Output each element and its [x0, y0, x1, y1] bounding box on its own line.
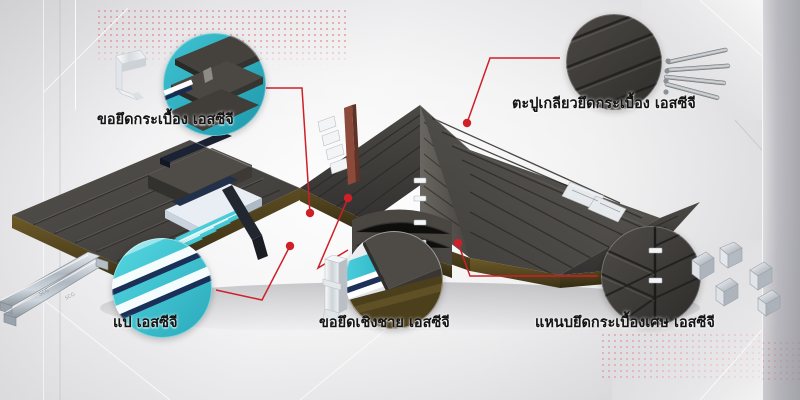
label-roof-tile-clip: ขอยึดกระเบื้อง เอสซีจี — [97, 112, 234, 128]
background-right-band — [762, 0, 800, 400]
callout-tile-fixing-screw[interactable] — [566, 14, 662, 110]
thumb-eaves-bracket — [313, 255, 355, 325]
thumb-battens: SCG SCG — [0, 252, 116, 336]
label-tile-fixing-screw: ตะปูเกลียวยึดกระเบื้อง เอสซีจี — [512, 96, 696, 112]
callout-eaves-clip[interactable] — [345, 231, 443, 329]
callout-roof-tile-clip[interactable] — [163, 33, 266, 136]
thumb-screws — [660, 44, 738, 106]
svg-text:SCG: SCG — [64, 291, 76, 301]
callout-cut-tile-clip[interactable] — [601, 226, 701, 326]
label-eaves-clip: ขอยึดเชิงชาย เอสซีจี — [319, 315, 450, 331]
thumb-metal-clips — [686, 242, 794, 324]
label-cut-tile-holder-clip: แหนบยึดกระเบื้องเศษ เอสซีจี — [535, 315, 715, 331]
background-right-divider — [762, 0, 763, 400]
callout-batten[interactable] — [112, 238, 212, 338]
svg-text:SCG: SCG — [38, 287, 50, 297]
thumb-tile-clip-bracket — [96, 44, 162, 106]
background-left-line — [43, 0, 44, 400]
label-batten: แป เอสซีจี — [113, 315, 178, 331]
